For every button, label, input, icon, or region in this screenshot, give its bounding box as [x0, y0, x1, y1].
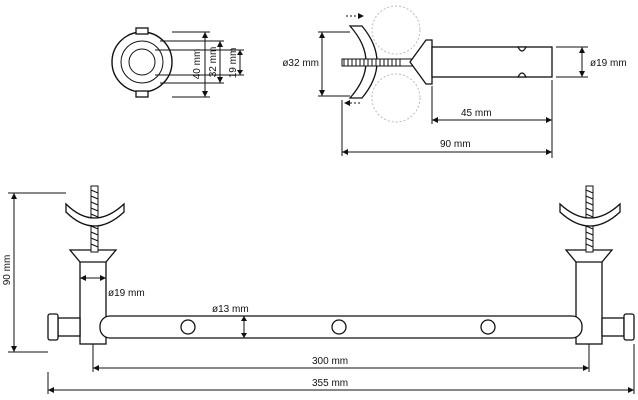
dim-label-300: 300 mm [312, 356, 348, 367]
side-thread [343, 59, 401, 66]
right-crescent-plate [559, 202, 621, 227]
end-view-rod-circle [128, 48, 156, 76]
swing-circle-top [371, 5, 421, 55]
front-view: ø19 mm ø13 mm 90 mm 300 mm 355 mm [2, 185, 635, 394]
dim-label-side-19: ø19 mm [590, 58, 627, 69]
end-view: 40 mm 32 mm 19 mm [111, 27, 244, 98]
dim-label-post-19: ø19 mm [108, 288, 145, 299]
side-crescent-plate [348, 25, 378, 99]
dim-label-32: 32 mm [208, 47, 219, 78]
dim-label-355: 355 mm [312, 378, 348, 389]
side-view: ø32 mm ø19 mm 45 mm 90 mm [282, 5, 627, 158]
end-view-top-tab [135, 27, 149, 35]
end-view-bottom-tab [135, 90, 149, 98]
right-cone [564, 249, 614, 263]
dim-label-45: 45 mm [461, 108, 492, 119]
left-end-knob [47, 313, 59, 341]
left-crescent-plate [65, 202, 125, 227]
right-end-knob [623, 313, 635, 341]
dim-label-side-32: ø32 mm [282, 58, 319, 69]
bar-hole-3 [480, 319, 496, 335]
dim-label-front-90: 90 mm [2, 255, 13, 286]
left-end-cap [57, 317, 81, 337]
left-post [79, 257, 107, 345]
dim-label-bar-13: ø13 mm [212, 304, 249, 315]
side-rod-groove [516, 46, 528, 78]
dim-label-19: 19 mm [228, 48, 239, 79]
side-rod [431, 46, 553, 78]
bar-hole-2 [331, 319, 347, 335]
swing-circle-bottom [371, 73, 421, 123]
dim-label-40: 40 mm [192, 49, 203, 80]
bar-hole-1 [180, 319, 196, 335]
side-cone [409, 39, 433, 85]
right-end-cap [601, 317, 625, 337]
dim-label-side-90: 90 mm [440, 139, 471, 150]
end-view-inner-circle [120, 40, 164, 84]
left-cone [68, 249, 118, 263]
